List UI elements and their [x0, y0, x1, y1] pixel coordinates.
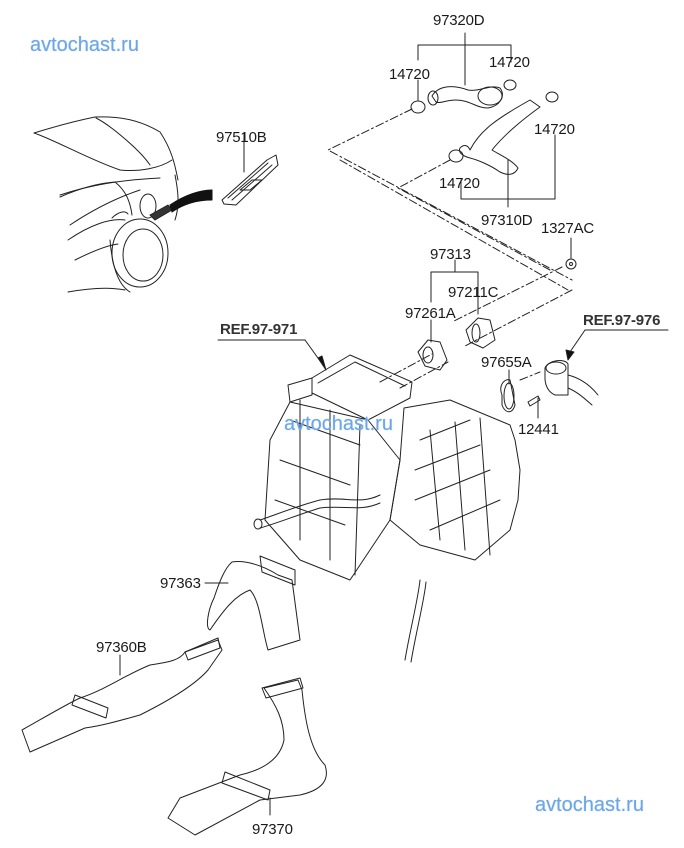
label-97655A: 97655A: [481, 354, 532, 371]
label-97320D: 97320D: [433, 12, 485, 29]
label-14720-right-mid: 14720: [534, 121, 575, 138]
label-12441: 12441: [518, 421, 559, 438]
watermark-bottom-right: avtochast.ru: [535, 794, 644, 816]
label-97360B: 97360B: [96, 639, 147, 656]
label-97261A: 97261A: [405, 305, 456, 322]
duct-97370: [167, 677, 327, 836]
bolt-12441: [527, 395, 541, 419]
gasket-97655A: [500, 369, 516, 413]
watermark-center: avtochast.ru: [284, 413, 393, 435]
car-rear-illustration: [33, 116, 213, 293]
label-97363: 97363: [160, 575, 201, 592]
label-1327AC: 1327AC: [541, 220, 595, 237]
hose-97320D: [417, 32, 512, 109]
part-97510B-grille: [221, 132, 279, 206]
label-ref-97-971: REF.97-971: [220, 321, 298, 338]
label-97370: 97370: [252, 821, 293, 838]
watermark-top-left: avtochast.ru: [30, 34, 139, 56]
expansion-valve-ref: [544, 360, 599, 406]
label-97211C: 97211C: [448, 284, 499, 301]
label-14720-right-top: 14720: [489, 54, 530, 71]
hose-97310D: [459, 99, 556, 208]
duct-97360B: [21, 637, 223, 753]
label-ref-97-976: REF.97-976: [583, 312, 661, 329]
ref-97-971-arrow: [217, 339, 327, 371]
nut-1327AC: [565, 237, 577, 270]
heater-blower-unit: [253, 354, 521, 663]
label-97510B: 97510B: [216, 129, 267, 146]
gasket-set-97313: [417, 259, 496, 371]
label-97313: 97313: [430, 246, 471, 263]
ref-97-976-arrow: [565, 329, 669, 361]
label-14720-left-mid: 14720: [439, 175, 480, 192]
label-14720-left-top: 14720: [389, 66, 430, 83]
label-97310D: 97310D: [481, 212, 533, 229]
clamp-14720: [410, 79, 559, 163]
duct-97363: [204, 555, 301, 651]
